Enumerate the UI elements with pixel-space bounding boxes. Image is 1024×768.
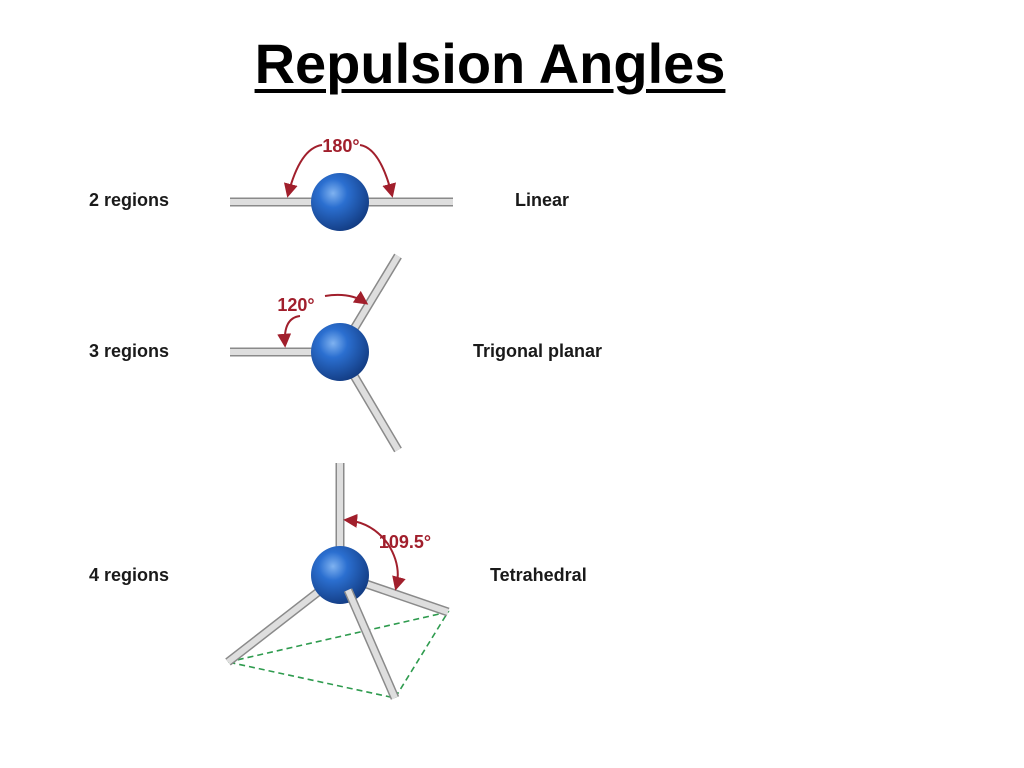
central-atom	[311, 323, 369, 381]
angle-arc-right	[359, 144, 397, 198]
angle-label-109-5: 109.5°	[379, 532, 431, 552]
geometry-label-trigonal-planar: Trigonal planar	[473, 341, 603, 361]
central-atom	[311, 546, 369, 604]
trigonal-planar-molecule: 120°	[230, 253, 402, 453]
angle-label-120: 120°	[277, 295, 314, 315]
angle-label-180: 180°	[322, 136, 359, 156]
row-label-2-regions: 2 regions	[89, 190, 170, 210]
tetrahedron-base	[227, 610, 450, 699]
row-label-3-regions: 3 regions	[89, 341, 170, 361]
page-title-text: Repulsion Angles	[254, 32, 726, 95]
tetrahedral-molecule: 109.5°	[225, 463, 450, 700]
geometry-label-linear: Linear	[515, 190, 570, 210]
angle-arc	[343, 513, 406, 591]
angle-arc-right	[324, 290, 369, 305]
page-title: Repulsion Angles	[0, 28, 980, 100]
angle-arc-left	[277, 315, 301, 348]
geometry-label-tetrahedral: Tetrahedral	[490, 565, 587, 585]
bond-front	[343, 588, 400, 700]
linear-molecule: 180°	[230, 136, 453, 231]
central-atom	[311, 173, 369, 231]
row-label-4-regions: 4 regions	[89, 565, 170, 585]
angle-arc-left	[283, 144, 323, 198]
